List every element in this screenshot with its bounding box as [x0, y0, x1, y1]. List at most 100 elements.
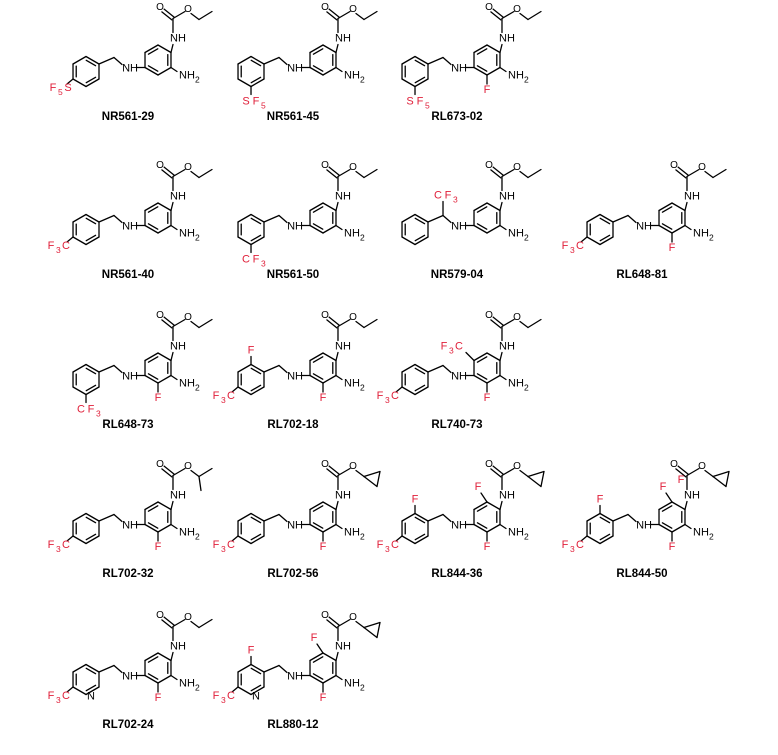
carbamate-nh-label: NH — [170, 341, 186, 353]
amino-label: NH — [693, 527, 709, 539]
compound-id-label: RL844-36 — [431, 568, 482, 580]
ester-oxygen-label: O — [698, 461, 706, 472]
bond-carbonyl-ester-o — [172, 168, 186, 178]
bond-carbonyl-ester-o — [337, 618, 351, 628]
phenyl-ring-bond-0-inner — [250, 367, 262, 375]
amino-label: NH — [508, 527, 524, 539]
aniline-ring-bond-3-inner — [476, 373, 488, 380]
cf3-subscript: 3 — [449, 346, 454, 356]
phenyl-ring-bond-3 — [401, 236, 416, 246]
bond-carbonyl-ester-o — [172, 318, 186, 328]
phenyl-ring-bond-0-inner — [414, 59, 426, 67]
cf3-carbon: C — [227, 690, 235, 702]
bond-to-nh2 — [499, 66, 507, 73]
bond-aryl-cf3 — [231, 386, 239, 393]
bond-isopropyl-me2 — [198, 475, 202, 492]
bond-isopropyl-me1 — [198, 467, 213, 478]
bond-to-carbamate-nh — [170, 651, 174, 662]
amine-nh-label: NH — [636, 221, 652, 233]
amino-subscript: 2 — [709, 532, 714, 542]
bond-amine-ch2 — [278, 513, 288, 523]
amine-nh-label: NH — [451, 520, 467, 532]
carbonyl-double-bond-2 — [326, 468, 338, 478]
bond-ethyl-ch3 — [363, 168, 378, 179]
bond-to-nh2 — [335, 224, 343, 231]
pyridine-ring-bond-2-inner — [250, 684, 262, 692]
bond-ch2-aryl — [427, 364, 444, 373]
carbonyl-oxygen-label: O — [321, 459, 329, 470]
phenyl-ring-bond-0 — [414, 512, 429, 522]
amino-subscript: 2 — [360, 75, 365, 85]
bond-ester-c1 — [355, 12, 365, 21]
ester-oxygen-label: O — [513, 461, 521, 472]
cf3-carbon: C — [62, 690, 70, 702]
bond-amine-ch2 — [442, 364, 452, 374]
cf3-carbon: C — [227, 539, 235, 551]
aniline-ring-bond-5-inner — [147, 48, 159, 55]
bond-ester-c1 — [519, 320, 529, 329]
aniline-ring-bond-5 — [309, 202, 324, 212]
ring-fluorine: F — [669, 541, 676, 553]
bond-to-nh2 — [170, 66, 178, 73]
carbonyl-oxygen-label: O — [321, 610, 329, 621]
aniline-ring-bond-5-inner — [476, 356, 488, 363]
carbonyl-oxygen-label: O — [485, 459, 493, 470]
phenyl-ring-bond-0-inner — [85, 59, 97, 67]
bond-ring-f-top — [665, 492, 673, 503]
phenyl-ring-bond-2-inner — [414, 234, 426, 242]
amino-subscript: 2 — [195, 383, 200, 393]
phenyl-ring-bond-2 — [414, 236, 429, 246]
bond-carbonyl-ester-o — [686, 168, 700, 178]
amino-label: NH — [344, 70, 360, 82]
aniline-ring-bond-0 — [322, 44, 337, 54]
carbonyl-oxygen-label: O — [485, 310, 493, 321]
aniline-ring-bond-3-inner — [312, 673, 324, 680]
bond-aryl-cf3 — [395, 386, 403, 393]
carbonyl-double-bond — [328, 465, 340, 475]
bond-carbonyl-ester-o — [686, 467, 700, 477]
amine-nh-label: NH — [287, 520, 303, 532]
amino-label: NH — [179, 228, 195, 240]
phenyl-ring-bond-5 — [72, 213, 87, 223]
carbonyl-oxygen-label: O — [670, 459, 678, 470]
carbonyl-oxygen-label: O — [485, 2, 493, 13]
carbamate-nh-label: NH — [499, 490, 515, 502]
compound-id-label: RL702-18 — [267, 419, 319, 431]
phenyl-ring-bond-2 — [250, 386, 265, 396]
amino-subscript: 2 — [524, 233, 529, 243]
aniline-ring-bond-0 — [486, 44, 501, 54]
bond-amine-ch2 — [113, 364, 123, 374]
amine-nh-label: NH — [451, 221, 467, 233]
aniline-ring-bond-5-inner — [147, 656, 159, 663]
aniline-ring-bond-3 — [473, 224, 488, 234]
carbonyl-double-bond — [492, 316, 504, 326]
bond-amine-ch2 — [442, 56, 452, 66]
cf3-carbon: C — [62, 539, 70, 551]
phenyl-ring-bond-3 — [237, 236, 252, 246]
aniline-ring-bond-0 — [157, 202, 172, 212]
bond-to-carbamate-nh — [684, 500, 688, 511]
compound-id-label: RL648-81 — [616, 269, 668, 281]
phenyl-ring-bond-3 — [586, 535, 601, 545]
carbonyl-double-bond — [163, 8, 175, 18]
amino-subscript: 2 — [524, 383, 529, 393]
amino-subscript: 2 — [360, 683, 365, 693]
pyridine-ring-bond-2 — [85, 686, 100, 696]
bond-ester-c1 — [519, 170, 529, 179]
phenyl-ring-bond-2-inner — [85, 533, 97, 541]
aniline-ring-bond-0 — [322, 202, 337, 212]
ring-fluorine-top-right: F — [678, 474, 685, 486]
bond-ch2-aryl — [98, 364, 115, 373]
ester-oxygen-label: O — [349, 312, 357, 323]
carbonyl-double-bond — [163, 465, 175, 475]
sf5-subscript: 5 — [261, 101, 266, 111]
sf5-subscript: 5 — [425, 101, 430, 111]
aniline-ring-bond-3 — [309, 374, 324, 384]
phenyl-ring-bond-5 — [401, 363, 416, 373]
bond-ch2-aryl — [263, 214, 280, 223]
phenyl-ring-bond-2-inner — [250, 384, 262, 392]
cf3-fluorine: F — [48, 690, 55, 702]
bond-ch2-aryl — [263, 513, 280, 522]
aniline-ring-bond-3 — [473, 66, 488, 76]
aniline-ring-bond-5 — [309, 501, 324, 511]
